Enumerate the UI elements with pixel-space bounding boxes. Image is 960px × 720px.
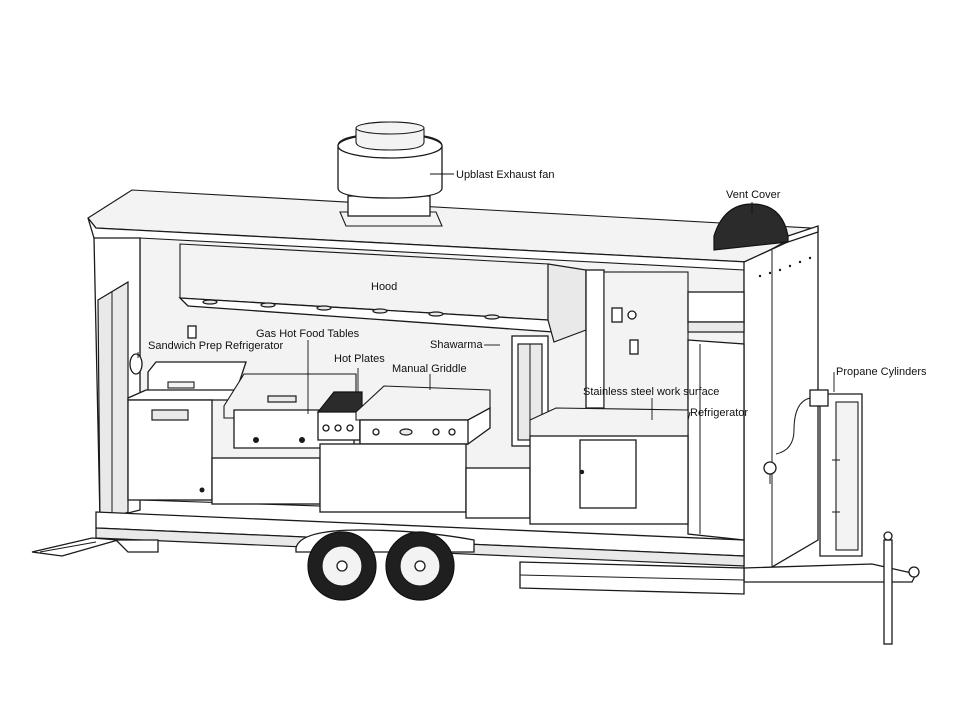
front-step xyxy=(31,537,119,557)
propane-cylinders xyxy=(763,389,863,557)
wall-switch xyxy=(187,325,197,339)
refrigerator xyxy=(687,339,745,541)
wheel-right xyxy=(385,531,455,601)
hot-plates xyxy=(316,391,363,441)
upblast-exhaust-fan xyxy=(337,121,443,227)
label-propane-cylinders: Propane Cylinders xyxy=(836,366,927,378)
prep-handle xyxy=(151,409,189,421)
step-bracket xyxy=(114,539,159,553)
wheels xyxy=(295,529,475,601)
vent-cover xyxy=(713,203,819,251)
jack-stand xyxy=(883,539,893,645)
service-column xyxy=(187,269,745,541)
leader-refrigerator xyxy=(687,411,691,421)
wall-clock-icon xyxy=(129,353,143,375)
label-hood: Hood xyxy=(371,281,397,293)
left-side-door xyxy=(97,280,129,525)
leader-lines xyxy=(137,173,835,421)
hood xyxy=(178,243,587,343)
right-wall-rivets xyxy=(758,256,812,278)
outlet-panel xyxy=(611,307,623,323)
label-gas-hot-food-tables: Gas Hot Food Tables xyxy=(256,328,360,340)
switch-panel xyxy=(629,339,639,355)
label-refrigerator: Refrigerator xyxy=(690,407,748,419)
label-stainless-work-surface: Stainless steel work surface xyxy=(583,386,719,398)
prep-lid xyxy=(147,361,247,393)
right-end-wall xyxy=(743,226,819,575)
callout-labels: Upblast Exhaust fan Vent Cover Hood Gas … xyxy=(148,169,927,419)
hood-side xyxy=(547,263,587,343)
label-shawarma: Shawarma xyxy=(430,339,483,351)
label-hot-plates: Hot Plates xyxy=(334,353,385,365)
stainless-work-surface xyxy=(529,407,689,525)
manual-griddle xyxy=(355,385,491,445)
label-exhaust-fan: Upblast Exhaust fan xyxy=(456,169,554,181)
label-sandwich-prep-refrigerator: Sandwich Prep Refrigerator xyxy=(148,340,283,352)
label-vent-cover: Vent Cover xyxy=(726,189,781,201)
hitch-ball xyxy=(908,566,920,578)
label-manual-griddle: Manual Griddle xyxy=(392,363,467,375)
cabinet-door xyxy=(579,439,637,509)
fridge-top-cabinet xyxy=(687,291,745,323)
wheel-left xyxy=(307,531,377,601)
outlet-icon xyxy=(627,310,637,320)
lower-counters xyxy=(211,443,531,519)
underbody xyxy=(519,561,745,595)
